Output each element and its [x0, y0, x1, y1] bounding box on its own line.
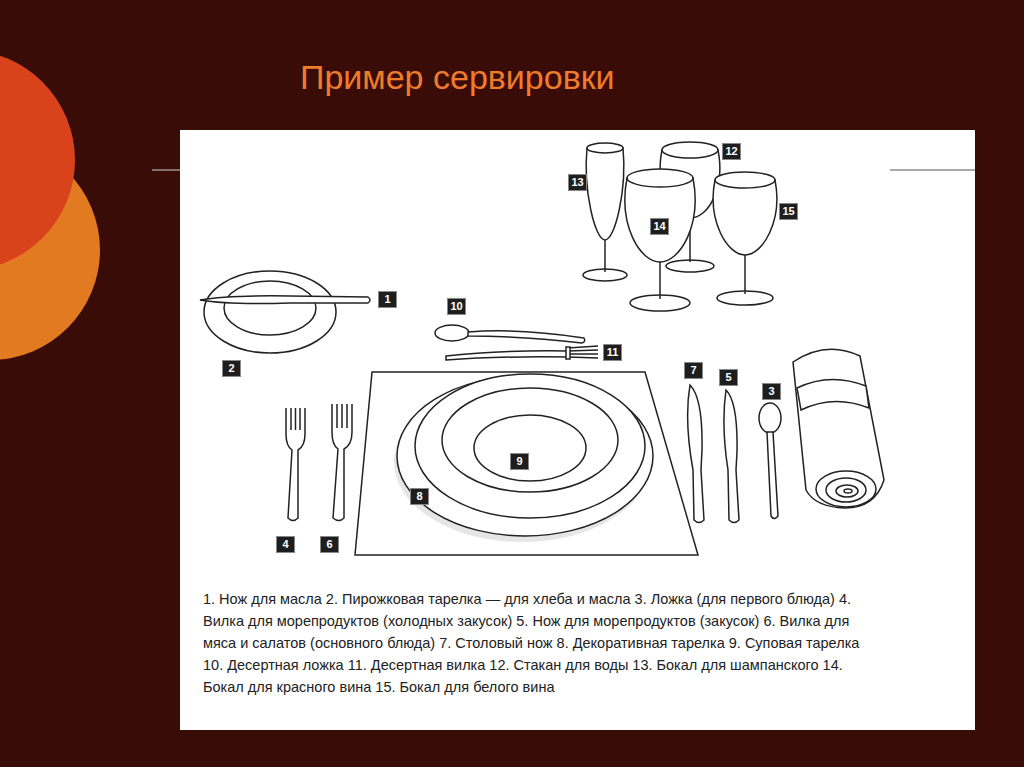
placemat	[355, 372, 698, 555]
callout-number: 5	[719, 369, 738, 386]
callout-number: 3	[762, 383, 781, 400]
callout-number: 12	[722, 143, 741, 160]
rolled-napkin	[793, 349, 884, 508]
callout-number: 2	[222, 360, 241, 377]
callout-number: 10	[447, 298, 466, 315]
callout-number: 1	[378, 291, 397, 308]
bread-plate	[200, 271, 370, 353]
callout-number: 7	[684, 362, 703, 379]
callout-number: 11	[603, 344, 622, 361]
white-wine-glass	[713, 172, 777, 305]
callout-number: 9	[510, 453, 529, 470]
table-knife	[688, 385, 704, 523]
champagne-flute	[583, 143, 627, 281]
callout-number: 15	[779, 203, 798, 220]
callout-number: 13	[568, 174, 587, 191]
callout-number: 8	[410, 488, 429, 505]
slide-title: Пример сервировки	[300, 58, 615, 97]
red-wine-glass	[625, 169, 695, 311]
main-fork	[332, 404, 352, 521]
callout-number: 4	[276, 536, 295, 553]
callout-number: 14	[650, 218, 669, 235]
red-circle	[0, 50, 75, 270]
callout-number: 6	[320, 536, 339, 553]
seafood-fork	[286, 408, 305, 521]
soup-spoon	[759, 403, 781, 519]
soup-plate	[415, 374, 645, 518]
dessert-fork	[446, 346, 598, 360]
legend-caption: 1. Нож для масла 2. Пирожковая тарелка —…	[203, 588, 883, 698]
rule-line	[890, 170, 975, 171]
seafood-knife	[724, 390, 739, 523]
dessert-spoon	[435, 325, 585, 343]
